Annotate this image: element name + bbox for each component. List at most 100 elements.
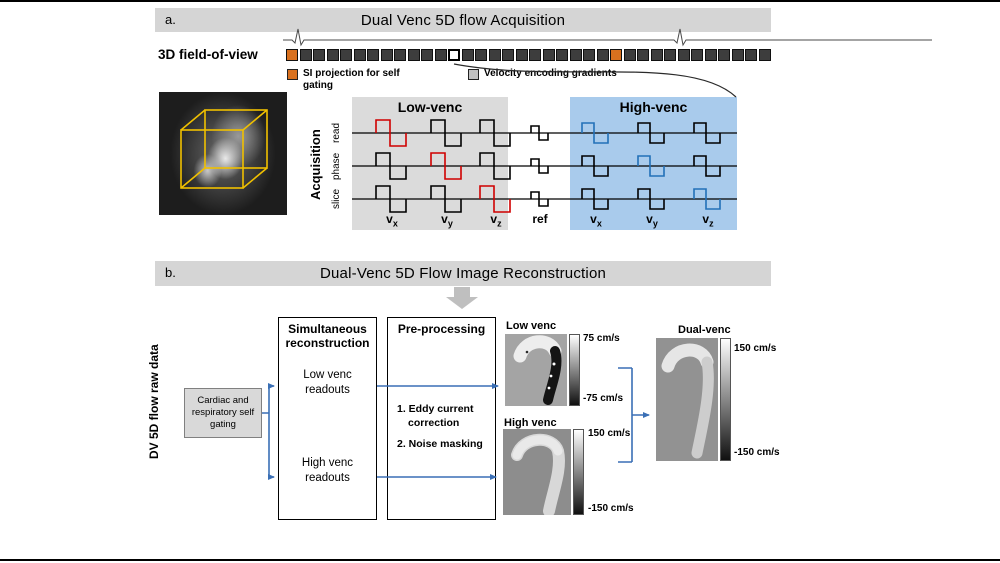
readout-square	[407, 49, 420, 61]
low-venc-colorbar	[569, 334, 580, 406]
readout-square	[583, 49, 595, 61]
readout-square	[596, 49, 609, 61]
pre-processing-box: Pre-processing 1. Eddy current correctio…	[387, 317, 496, 520]
readout-square	[758, 49, 771, 61]
high-venc-image-label: High venc	[504, 417, 557, 429]
dual-venc-scale-max: 150 cm/s	[734, 343, 777, 354]
acquisition-axis-label: Acquisition	[308, 129, 323, 201]
readout-square	[731, 49, 744, 61]
fov-cube-front-face	[180, 129, 244, 189]
velocity-encoding-label: vy	[646, 212, 658, 229]
gradient-baselines	[352, 132, 737, 200]
readout-squares	[286, 49, 771, 61]
preproc-steps: 1. Eddy current correction 2. Noise mask…	[397, 402, 492, 459]
high-venc-scale-min: -150 cm/s	[588, 503, 634, 514]
readout-square	[691, 49, 703, 61]
panel-b-label: b.	[165, 265, 176, 280]
gradient-waveforms	[352, 97, 737, 230]
gating-branch-line	[262, 386, 270, 477]
self-gating-box: Cardiac and respiratory self gating	[184, 388, 262, 438]
readout-square	[529, 49, 541, 61]
readout-square	[340, 49, 352, 61]
high-venc-region	[570, 97, 737, 230]
simultaneous-reconstruction-box: Simultaneous reconstruction Low venc rea…	[278, 317, 377, 520]
readout-square	[569, 49, 582, 61]
readout-square	[542, 49, 555, 61]
dual-venc-image-label: Dual-venc	[678, 324, 731, 336]
readout-square	[475, 49, 487, 61]
si-projection-swatch-icon	[287, 69, 298, 80]
readout-square	[502, 49, 514, 61]
panel-a-label: a.	[165, 12, 176, 27]
readout-square	[677, 49, 690, 61]
fov-cube-back-face	[204, 109, 268, 169]
slide-bottom-border	[0, 559, 1000, 561]
recon-box-title: Simultaneous reconstruction	[285, 322, 370, 351]
readout-square	[394, 49, 406, 61]
readout-square	[380, 49, 393, 61]
readout-square	[299, 49, 312, 61]
si-projection-square	[286, 49, 298, 61]
velocity-encoding-label: vx	[590, 212, 602, 229]
high-venc-title: High-venc	[619, 99, 688, 115]
fov-label: 3D field-of-view	[158, 47, 258, 62]
readout-square	[367, 49, 379, 61]
readout-square	[704, 49, 717, 61]
zoom-callout-curve	[453, 63, 737, 98]
ref-column-label: ref	[532, 212, 548, 226]
readout-square	[623, 49, 636, 61]
readout-square	[434, 49, 447, 61]
low-venc-image-label: Low venc	[506, 320, 557, 332]
legend-si-projection: SI projection for self gating	[287, 68, 411, 92]
readout-square	[421, 49, 433, 61]
readout-square	[556, 49, 568, 61]
readout-square	[488, 49, 501, 61]
high-venc-scale-max: 150 cm/s	[588, 428, 631, 439]
highlighted-readout-square	[448, 49, 460, 61]
readout-square	[637, 49, 649, 61]
velocity-encoding-label: vx	[386, 212, 398, 229]
readout-square	[718, 49, 730, 61]
velocity-encoding-label: vy	[441, 212, 453, 229]
preproc-step-1: 1. Eddy current correction	[397, 403, 474, 430]
preproc-box-title: Pre-processing	[397, 322, 486, 336]
mri-fov-image	[159, 92, 287, 215]
low-venc-region	[352, 97, 508, 230]
readout-square	[515, 49, 528, 61]
panel-a-header: a. Dual Venc 5D flow Acquisition	[155, 8, 771, 32]
readout-square	[745, 49, 757, 61]
legend-velocity-encoding: Velocity encoding gradients	[468, 68, 617, 80]
dual-venc-scale-min: -150 cm/s	[734, 447, 780, 458]
low-venc-scale-max: 75 cm/s	[583, 333, 620, 344]
readout-square	[353, 49, 366, 61]
dual-venc-velocity-image	[656, 338, 718, 461]
readout-square	[664, 49, 676, 61]
velocity-encoding-label: vz	[490, 212, 502, 229]
readout-square	[650, 49, 663, 61]
fov-cube-edges	[180, 109, 268, 189]
high-venc-readouts-item: High venc readouts	[301, 457, 354, 484]
slide-top-border	[0, 0, 1000, 2]
raw-data-axis-label: DV 5D flow raw data	[147, 344, 161, 460]
low-venc-velocity-image	[505, 334, 567, 406]
panel-a-title: Dual Venc 5D flow Acquisition	[360, 11, 566, 29]
low-venc-title: Low-venc	[397, 99, 463, 115]
low-venc-scale-min: -75 cm/s	[583, 393, 624, 404]
readout-square	[313, 49, 325, 61]
high-venc-colorbar	[573, 429, 584, 515]
readout-square	[326, 49, 339, 61]
big-down-arrow-icon	[446, 287, 478, 309]
legend-si-text: SI projection for self gating	[303, 68, 400, 91]
panel-b-title: Dual-Venc 5D Flow Image Reconstruction	[319, 265, 607, 282]
ecg-trace	[283, 28, 932, 47]
dual-venc-colorbar	[720, 338, 731, 461]
velocity-encoding-swatch-icon	[468, 69, 479, 80]
preproc-step-2: 2. Noise masking	[397, 438, 483, 451]
high-venc-velocity-image	[503, 429, 571, 515]
legend-venc-text: Velocity encoding gradients	[484, 68, 617, 79]
si-projection-square	[610, 49, 622, 61]
low-venc-readouts-item: Low venc readouts	[303, 369, 352, 396]
panel-b-header: b. Dual-Venc 5D Flow Image Reconstructio…	[155, 261, 771, 286]
self-gating-text: Cardiac and respiratory self gating	[191, 395, 255, 430]
